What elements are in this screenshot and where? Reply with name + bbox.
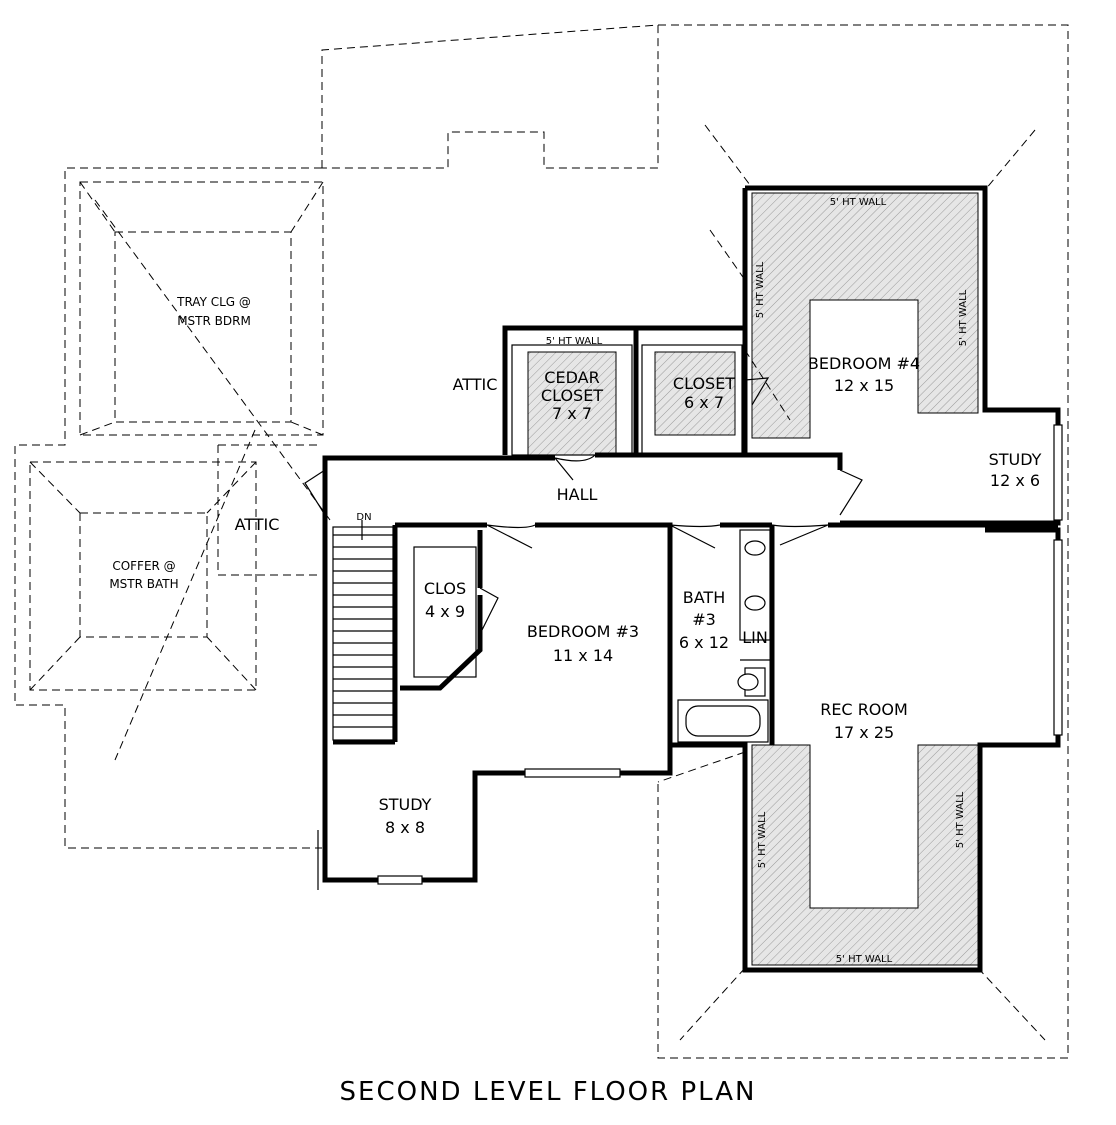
closets-wall-note: 5' HT WALL	[546, 336, 603, 347]
closet-dims: 6 x 7	[684, 393, 724, 412]
roof-outline	[14, 24, 1069, 1059]
study-window	[377, 875, 423, 885]
plan-title: SECOND LEVEL FLOOR PLAN	[340, 1077, 757, 1107]
cedar-closet-label-1: CEDAR	[544, 368, 599, 387]
rec-right-wall-note: 5' HT WALL	[955, 791, 966, 848]
tray-ceiling-label-2: MSTR BDRM	[177, 314, 251, 328]
rec-room-dims: 17 x 25	[834, 723, 894, 742]
closet-label: CLOSET	[673, 374, 735, 393]
clos-label: CLOS	[424, 579, 466, 598]
bed4-top-wall-note: 5' HT WALL	[830, 197, 887, 208]
staircase[interactable]: DN	[332, 512, 394, 741]
walls	[322, 185, 1061, 973]
cedar-closet-label-2: CLOSET	[541, 386, 603, 405]
room-labels: CEDAR CLOSET 7 x 7 CLOSET 6 x 7 BEDROOM …	[379, 354, 1042, 837]
doors	[304, 377, 863, 631]
tray-ceiling: TRAY CLG @ MSTR BDRM	[79, 181, 331, 521]
coffer-label-2: MSTR BATH	[109, 577, 178, 591]
study-right-window	[1053, 424, 1063, 521]
cedar-closet-dims: 7 x 7	[552, 404, 592, 423]
clos-shelf	[413, 546, 477, 678]
rec-left-wall-note: 5' HT WALL	[757, 811, 768, 868]
closets-hatch	[511, 344, 743, 456]
study-lower-dims: 8 x 8	[385, 818, 425, 837]
stair-dn-label: DN	[356, 512, 371, 523]
rec-room-window	[1053, 539, 1063, 736]
bedroom3-dims: 11 x 14	[553, 646, 613, 665]
bedroom4-dims: 12 x 15	[834, 376, 894, 395]
coffer-label-1: COFFER @	[112, 559, 175, 573]
bath3-number: #3	[692, 610, 716, 629]
clos-dims: 4 x 9	[425, 602, 465, 621]
bath3-label: BATH	[683, 588, 725, 607]
rec-room-label: REC ROOM	[820, 700, 908, 719]
bedroom4-label: BEDROOM #4	[808, 354, 920, 373]
tray-ceiling-label-1: TRAY CLG @	[176, 295, 251, 309]
attic-label-lower: ATTIC	[235, 515, 280, 534]
bedroom3-window	[524, 768, 621, 778]
bedroom4-hatch	[704, 124, 1036, 439]
bed4-left-wall-note: 5' HT WALL	[755, 261, 766, 318]
bath3-dims: 6 x 12	[679, 633, 729, 652]
lin-label: LIN	[742, 628, 768, 647]
bath-fixtures	[677, 529, 772, 743]
study-right-dims: 12 x 6	[990, 471, 1040, 490]
study-lower-label: STUDY	[379, 795, 432, 814]
bedroom3-label: BEDROOM #3	[527, 622, 639, 641]
attic-label-upper: ATTIC	[453, 375, 498, 394]
bed4-right-wall-note: 5' HT WALL	[958, 289, 969, 346]
rec-bottom-wall-note: 5' HT WALL	[836, 954, 893, 965]
study-right-label: STUDY	[989, 450, 1042, 469]
coffer-ceiling: COFFER @ MSTR BATH	[29, 429, 257, 761]
wall-notes: 5' HT WALL 5' HT WALL 5' HT WALL 5' HT W…	[546, 197, 969, 965]
rec-room-hatch	[657, 744, 1046, 1041]
hall-label: HALL	[557, 485, 598, 504]
